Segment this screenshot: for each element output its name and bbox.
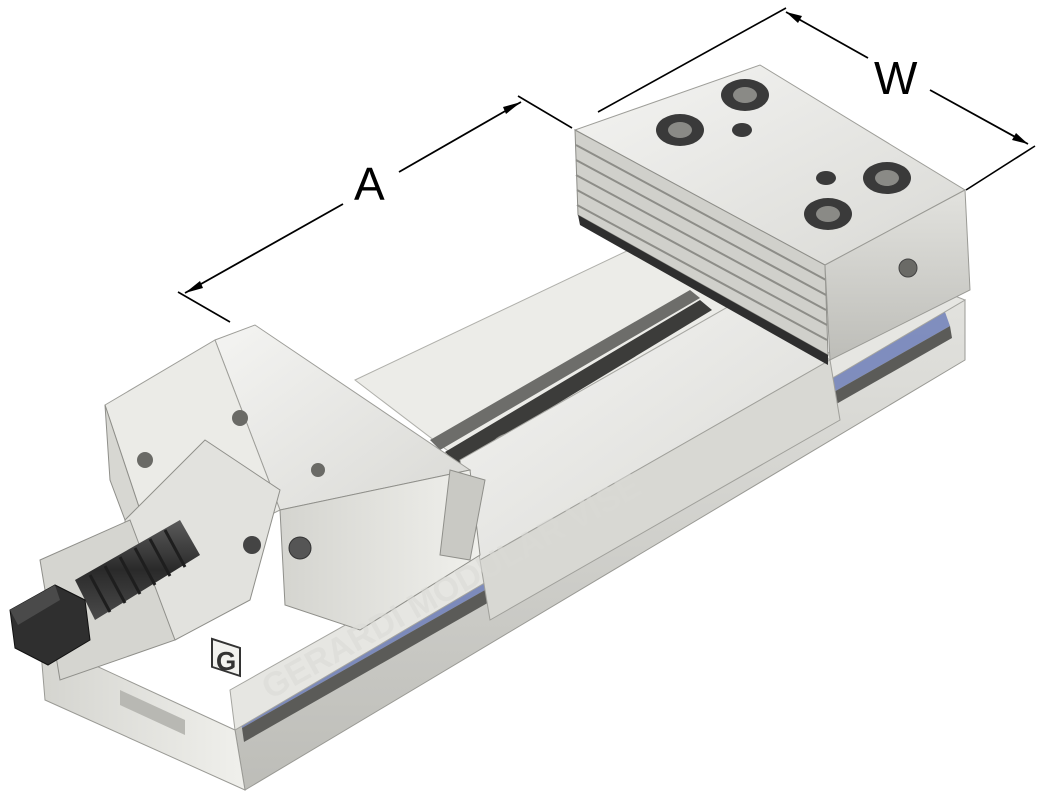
dimension-a: A	[177, 95, 573, 323]
dimension-w-label: W	[874, 52, 918, 104]
jaw-side-bolt	[898, 258, 918, 278]
logo-letter: G	[216, 646, 236, 676]
lead-screw	[9, 520, 200, 666]
fixed-jaw	[573, 64, 971, 365]
dimension-w: W	[597, 7, 1036, 191]
jaw-bolts	[656, 79, 911, 230]
brand-logo: G	[211, 637, 241, 678]
dimension-a-label: A	[354, 158, 385, 210]
slide-bed	[354, 239, 841, 621]
